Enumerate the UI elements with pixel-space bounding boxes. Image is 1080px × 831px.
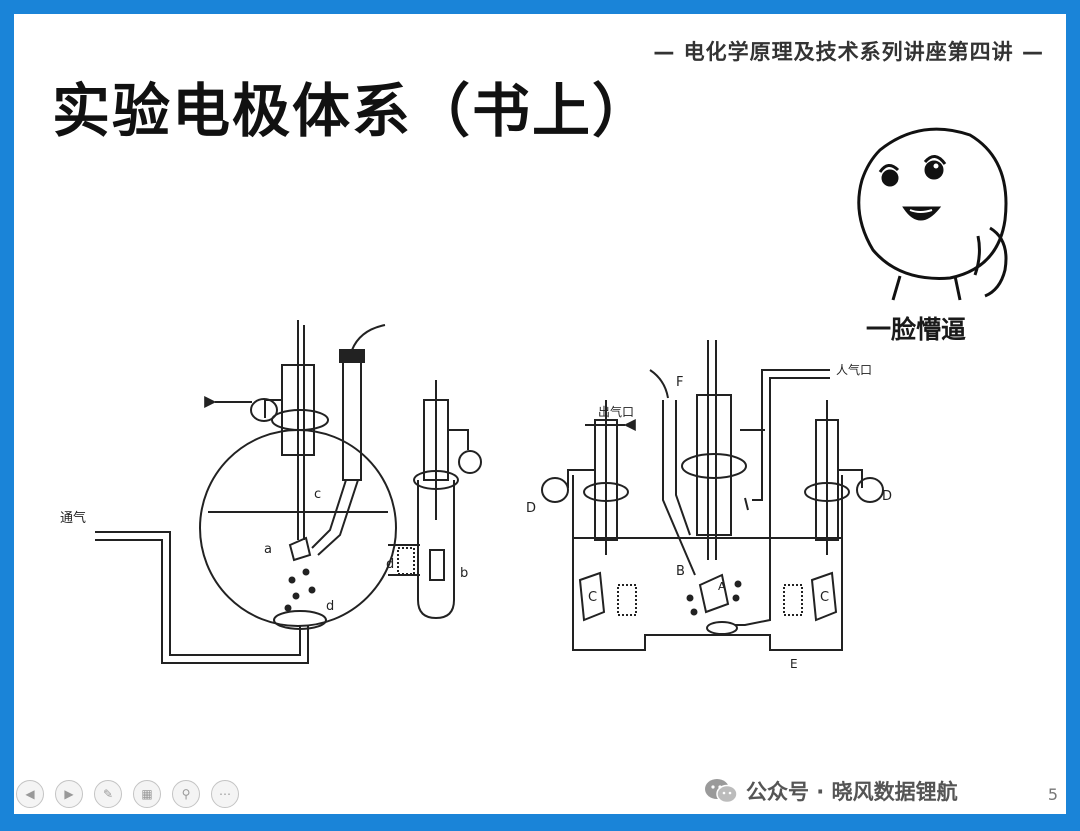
watermark: 公众号 · 晓风数据锂航 [704,776,958,806]
label-A: A [718,580,726,593]
slides-icon[interactable]: ▦ [133,780,161,808]
label-B: B [676,564,685,579]
label-c: c [314,487,321,502]
label-b: b [460,566,468,581]
label-D-left: D [526,501,536,516]
pen-icon[interactable]: ✎ [94,780,122,808]
page-number: 5 [1047,785,1058,804]
label-C-left: C [588,590,597,605]
label-gas-in-right: 人气口 [836,362,872,377]
arrow-right-icon[interactable]: ▶ [55,780,83,808]
confused-face-sticker [857,127,1008,301]
zoom-icon[interactable]: ⚲ [172,780,200,808]
label-F: F [676,375,683,390]
arrow-left-icon[interactable]: ◀ [16,780,44,808]
right-electrolytic-cell [541,340,884,651]
watermark-text: 公众号 · 晓风数据锂航 [746,780,958,804]
label-a: a [264,542,272,557]
more-icon[interactable]: ⋯ [211,780,239,808]
electrode-system-diagram: 通气 a c d d b [60,127,1008,671]
label-d-bridge: d [386,557,394,572]
left-electrolytic-cell [95,320,482,664]
series-title: — 电化学原理及技术系列讲座第四讲 — [653,40,1044,64]
slideshow-toolbar: ◀ ▶ ✎ ▦ ⚲ ⋯ [16,780,239,808]
slide-title: 实验电极体系（书上） [52,77,653,145]
slide: — 电化学原理及技术系列讲座第四讲 — 实验电极体系（书上） [14,14,1066,814]
sticker-caption: 一脸懵逼 [866,315,967,344]
label-D-right: D [882,489,892,504]
label-d-frit: d [326,599,334,614]
label-gas-in-left: 通气 [60,510,86,526]
label-gas-out: 出气口 [598,404,634,419]
label-C-right: C [820,590,829,605]
label-E: E [790,657,798,671]
wechat-icon [705,779,738,804]
